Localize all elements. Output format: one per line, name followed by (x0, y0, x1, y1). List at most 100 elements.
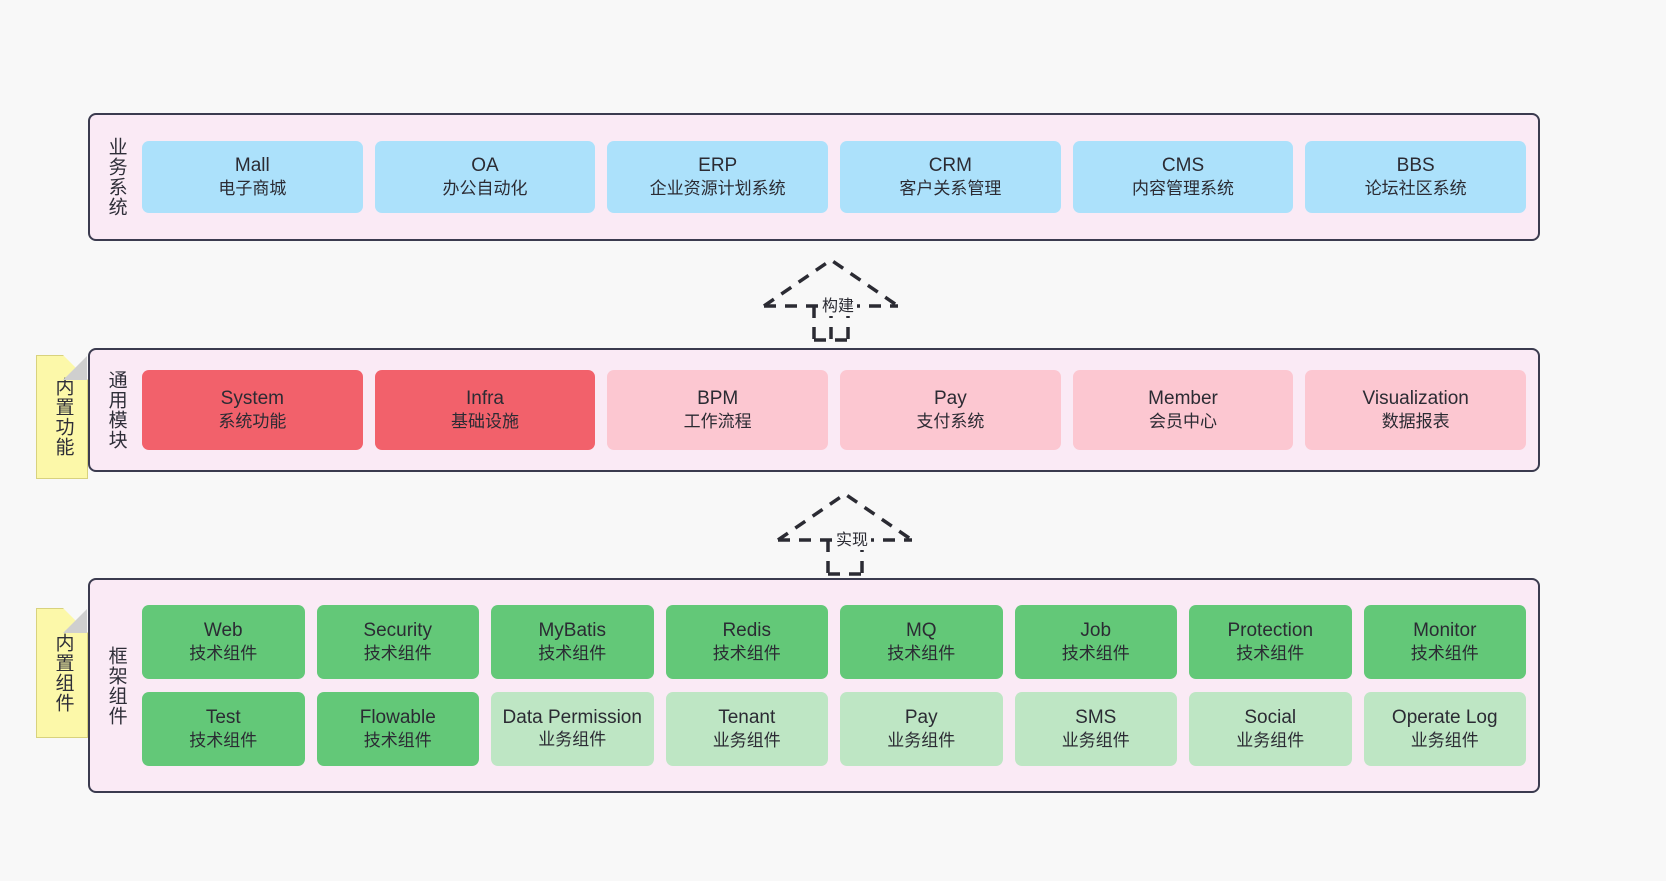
card-system-cn: 系统功能 (218, 412, 287, 432)
card-bbs-en: BBS (1396, 154, 1435, 176)
card-infra-en: Infra (465, 387, 505, 409)
card-operate-log[interactable]: Operate Log 业务组件 (1363, 692, 1526, 766)
arrow-implement: 实现 (770, 491, 920, 576)
card-web-cn: 技术组件 (189, 644, 258, 664)
card-security-en: Security (363, 619, 433, 641)
card-social[interactable]: Social 业务组件 (1189, 692, 1352, 766)
card-pay-module-en: Pay (933, 387, 967, 409)
card-redis-en: Redis (722, 619, 772, 641)
note-builtin-components-label: 内置组件 (52, 633, 74, 713)
card-mall-en: Mall (234, 154, 270, 176)
card-visualization-en: Visualization (1362, 387, 1469, 409)
layer-business-systems-title: 业务系统 (105, 137, 127, 217)
card-test-en: Test (205, 706, 241, 728)
card-cms-cn: 内容管理系统 (1132, 179, 1235, 199)
card-sms-en: SMS (1075, 706, 1117, 728)
card-bbs-cn: 论坛社区系统 (1364, 179, 1467, 199)
card-security[interactable]: Security 技术组件 (316, 605, 479, 679)
card-erp-en: ERP (698, 154, 738, 176)
card-sms[interactable]: SMS 业务组件 (1014, 692, 1177, 766)
note-builtin-features-label: 内置功能 (52, 377, 74, 457)
card-operate-log-en: Operate Log (1391, 706, 1498, 728)
framework-components-row-business: Test 技术组件 Flowable 技术组件 Data Permission … (142, 692, 1526, 766)
card-social-cn: 业务组件 (1236, 731, 1305, 751)
business-systems-card-list: Mall 电子商城 OA 办公自动化 ERP 企业资源计划系统 CRM 客户关系… (142, 115, 1538, 239)
framework-components-row-tech: Web 技术组件 Security 技术组件 MyBatis 技术组件 Redi… (142, 605, 1526, 679)
card-tenant-en: Tenant (718, 706, 776, 728)
card-erp-cn: 企业资源计划系统 (649, 179, 786, 199)
card-mq-en: MQ (905, 619, 937, 641)
card-erp[interactable]: ERP 企业资源计划系统 (607, 141, 829, 213)
card-bpm-cn: 工作流程 (683, 412, 752, 432)
card-flowable[interactable]: Flowable 技术组件 (316, 692, 479, 766)
card-job-cn: 技术组件 (1061, 644, 1130, 664)
card-monitor[interactable]: Monitor 技术组件 (1363, 605, 1526, 679)
card-data-permission[interactable]: Data Permission 业务组件 (491, 692, 654, 766)
card-bpm[interactable]: BPM 工作流程 (607, 370, 829, 450)
common-modules-card-list: System 系统功能 Infra 基础设施 BPM 工作流程 Pay 支付系统… (142, 350, 1538, 470)
card-flowable-cn: 技术组件 (363, 731, 432, 751)
card-mall[interactable]: Mall 电子商城 (142, 141, 363, 213)
card-pay-component[interactable]: Pay 业务组件 (840, 692, 1003, 766)
card-test-cn: 技术组件 (189, 731, 258, 751)
card-mybatis[interactable]: MyBatis 技术组件 (491, 605, 654, 679)
card-test[interactable]: Test 技术组件 (142, 692, 305, 766)
layer-framework-components-title: 框架组件 (105, 645, 127, 726)
card-protection-en: Protection (1227, 619, 1314, 641)
card-pay-module-cn: 支付系统 (916, 412, 985, 432)
arrow-implement-label: 实现 (833, 526, 872, 550)
card-system[interactable]: System 系统功能 (142, 370, 363, 450)
card-cms[interactable]: CMS 内容管理系统 (1072, 141, 1294, 213)
card-infra[interactable]: Infra 基础设施 (374, 370, 596, 450)
card-system-en: System (220, 387, 285, 409)
card-member[interactable]: Member 会员中心 (1072, 370, 1294, 450)
card-visualization[interactable]: Visualization 数据报表 (1305, 370, 1527, 450)
card-mybatis-en: MyBatis (538, 619, 607, 641)
layer-business-systems: 业务系统 Mall 电子商城 OA 办公自动化 ERP 企业资源计划系统 CRM… (88, 113, 1540, 241)
card-bpm-en: BPM (697, 387, 739, 409)
framework-components-card-grid: Web 技术组件 Security 技术组件 MyBatis 技术组件 Redi… (142, 580, 1538, 791)
card-monitor-cn: 技术组件 (1410, 644, 1479, 664)
arrow-build-label: 构建 (819, 292, 858, 316)
layer-common-modules: 通用模块 System 系统功能 Infra 基础设施 BPM 工作流程 Pay… (88, 348, 1540, 472)
card-bbs[interactable]: BBS 论坛社区系统 (1305, 141, 1527, 213)
card-crm-en: CRM (928, 154, 972, 176)
card-security-cn: 技术组件 (363, 644, 432, 664)
card-oa-cn: 办公自动化 (442, 179, 528, 199)
card-redis[interactable]: Redis 技术组件 (665, 605, 828, 679)
card-social-en: Social (1244, 706, 1297, 728)
note-builtin-features: 内置功能 (36, 355, 88, 479)
card-member-en: Member (1148, 387, 1218, 409)
card-data-permission-cn: 业务组件 (538, 730, 607, 750)
card-cms-en: CMS (1161, 154, 1205, 176)
card-job[interactable]: Job 技术组件 (1014, 605, 1177, 679)
card-pay-component-cn: 业务组件 (887, 731, 956, 751)
card-crm-cn: 客户关系管理 (899, 179, 1002, 199)
card-mq[interactable]: MQ 技术组件 (840, 605, 1003, 679)
card-operate-log-cn: 业务组件 (1410, 731, 1479, 751)
card-infra-cn: 基础设施 (451, 412, 519, 432)
card-visualization-cn: 数据报表 (1381, 412, 1450, 432)
card-protection[interactable]: Protection 技术组件 (1189, 605, 1352, 679)
card-crm[interactable]: CRM 客户关系管理 (840, 141, 1061, 213)
card-tenant[interactable]: Tenant 业务组件 (665, 692, 828, 766)
card-mall-cn: 电子商城 (218, 179, 287, 199)
card-tenant-cn: 业务组件 (712, 731, 781, 751)
card-web-en: Web (203, 619, 243, 641)
layer-common-modules-title: 通用模块 (105, 370, 127, 450)
card-data-permission-en: Data Permission (502, 707, 642, 729)
card-pay-module[interactable]: Pay 支付系统 (840, 370, 1061, 450)
card-protection-cn: 技术组件 (1236, 644, 1305, 664)
card-mybatis-cn: 技术组件 (538, 644, 607, 664)
card-oa[interactable]: OA 办公自动化 (374, 141, 596, 213)
layer-framework-components: 框架组件 Web 技术组件 Security 技术组件 MyBatis 技术组件… (88, 578, 1540, 793)
card-web[interactable]: Web 技术组件 (142, 605, 305, 679)
arrow-build: 构建 (756, 257, 906, 342)
card-sms-cn: 业务组件 (1061, 731, 1130, 751)
card-mq-cn: 技术组件 (887, 644, 956, 664)
card-member-cn: 会员中心 (1149, 412, 1218, 432)
card-pay-component-en: Pay (904, 706, 938, 728)
card-oa-en: OA (471, 154, 499, 176)
card-monitor-en: Monitor (1413, 619, 1477, 641)
